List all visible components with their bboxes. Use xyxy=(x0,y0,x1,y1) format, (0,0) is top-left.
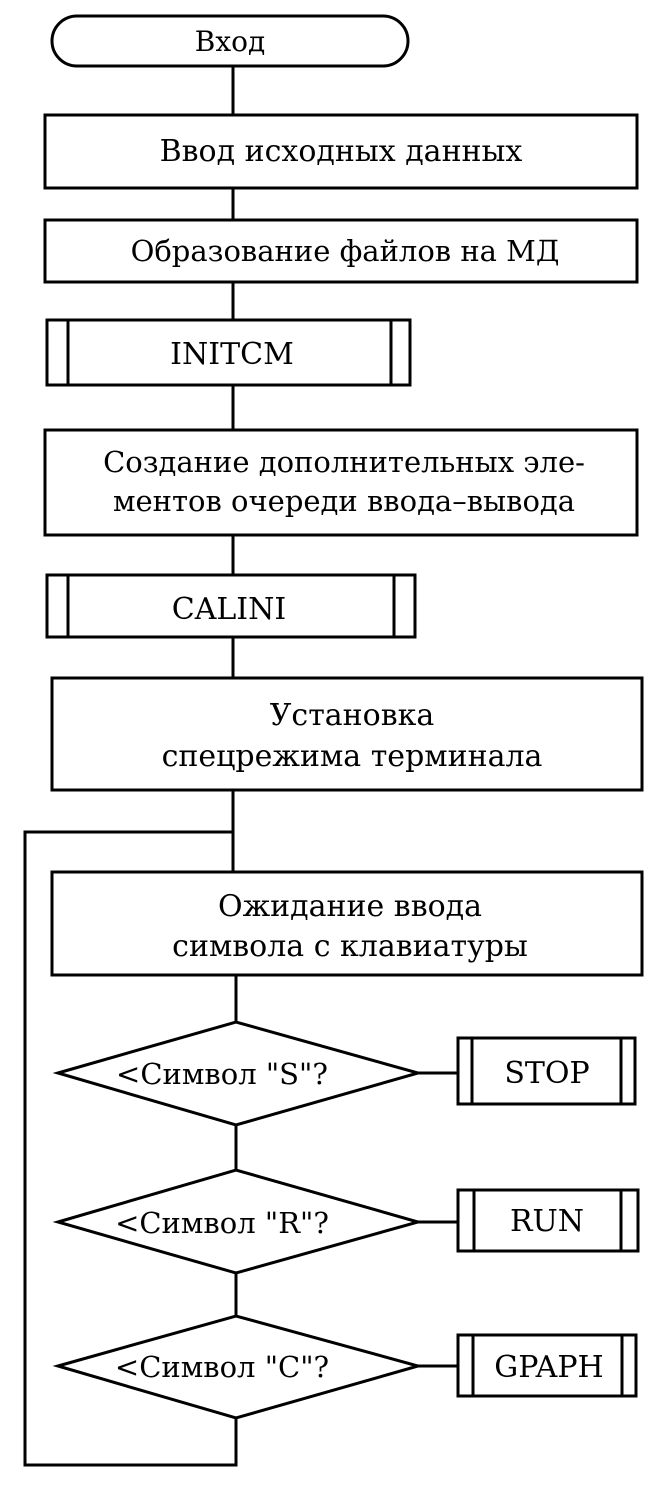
process-extra-queue-elements: Создание дополнительных эле- ментов очер… xyxy=(43,428,639,537)
process-terminal-mode: Установка спецрежима терминала xyxy=(50,676,644,792)
input-data-label: Ввод исходных данных xyxy=(160,134,523,169)
decision-c-label: <Символ "C"? xyxy=(115,1350,329,1384)
decision-s-label: <Символ "S"? xyxy=(116,1057,328,1091)
decision-r-label: <Символ "R"? xyxy=(115,1206,329,1240)
terminal-mode-line2: спецрежима терминала xyxy=(162,739,543,774)
stop-label: STOP xyxy=(504,1056,589,1091)
subroutine-graph: GPAPH xyxy=(456,1333,638,1398)
initcm-label: INITCM xyxy=(170,337,294,372)
decision-symbol-s: <Символ "S"? xyxy=(52,1020,424,1127)
extra-queue-line1: Создание дополнительных эле- xyxy=(103,445,585,479)
subroutine-run: RUN xyxy=(456,1188,640,1253)
subroutine-stop: STOP xyxy=(456,1036,637,1106)
wait-input-line1: Ожидание ввода xyxy=(218,889,482,924)
connector-lines xyxy=(231,66,458,1368)
subroutine-calini: CALINI xyxy=(45,573,417,639)
process-input-data: Ввод исходных данных xyxy=(43,113,639,190)
wait-input-line2: символа с клавиатуры xyxy=(172,929,528,964)
extra-queue-line2: ментов очереди ввода–вывода xyxy=(113,484,575,518)
decision-symbol-r: <Символ "R"? xyxy=(52,1168,424,1275)
create-files-label: Образование файлов на МД xyxy=(131,234,560,268)
run-label: RUN xyxy=(510,1204,584,1239)
graph-label: GPAPH xyxy=(494,1350,603,1385)
loop-back-line xyxy=(23,830,238,1467)
start-label: Вход xyxy=(195,25,265,58)
start-terminator: Вход xyxy=(50,14,410,68)
terminal-mode-line1: Установка xyxy=(270,698,435,733)
process-create-files: Образование файлов на МД xyxy=(43,218,639,284)
calini-label: CALINI xyxy=(172,592,287,627)
subroutine-initcm: INITCM xyxy=(45,318,412,387)
process-wait-input: Ожидание ввода символа с клавиатуры xyxy=(50,870,644,977)
decision-symbol-c: <Символ "C"? xyxy=(52,1314,424,1420)
